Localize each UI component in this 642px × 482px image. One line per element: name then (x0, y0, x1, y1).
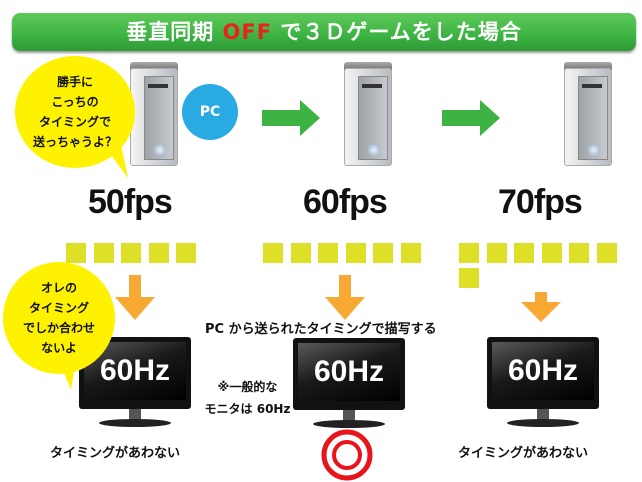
down-arrow-icon (115, 275, 155, 320)
frame-square (93, 243, 114, 263)
fps-label: 70fps (498, 183, 583, 221)
bubble-line: タイミングで (38, 115, 111, 129)
bubble-line: でしか合わせ (22, 321, 95, 335)
frame-square (176, 243, 196, 263)
pc-tower-icon (558, 62, 614, 166)
down-arrow-icon (325, 275, 365, 320)
note-line: ※一般的な (217, 380, 278, 394)
bubble-line: 送っちゃうよ？ (32, 135, 117, 149)
right-arrow-icon (442, 100, 500, 136)
bubble-line: ないよ (41, 341, 77, 355)
down-arrow-icon (521, 292, 561, 322)
title-prefix: 垂直同期 (126, 20, 223, 44)
monitor-icon: 60Hz (487, 337, 599, 429)
fps-label: 60fps (303, 183, 388, 221)
bubble-line: こっちの (51, 95, 99, 109)
frame-square (514, 243, 534, 263)
monitor-refresh-label: 60Hz (84, 342, 186, 400)
frame-square (121, 243, 141, 263)
frame-square (596, 243, 617, 263)
frame-square (263, 243, 283, 263)
double-circle-ok-icon (321, 429, 373, 481)
frame-square (459, 243, 479, 263)
frame-square (148, 243, 169, 263)
middle-caption: PC から送られたタイミングで描写する (205, 322, 437, 337)
monitor-icon: 60Hz (293, 338, 405, 430)
bubble-line: タイミング (28, 301, 89, 315)
pc-speech-bubble: 勝手に こっちの タイミングで 送っちゃうよ？ (15, 56, 135, 168)
monitor-speech-bubble: オレの タイミング でしか合わせ ないよ (3, 262, 115, 374)
bubble-line: オレの (40, 281, 77, 295)
frame-square (290, 243, 311, 263)
bubble-line: 勝手に (56, 75, 93, 89)
frame-square (345, 243, 366, 263)
frame-square (400, 243, 421, 263)
frame-square (66, 243, 86, 263)
title-off: OFF (222, 20, 273, 44)
frame-square (459, 268, 479, 288)
frame-square (569, 243, 589, 263)
monitor-note: ※一般的な モニタは 60Hz (200, 376, 295, 420)
frame-square (486, 243, 507, 263)
fps-label: 50fps (88, 183, 173, 221)
right-arrow-icon (262, 100, 320, 136)
result-label: タイミングがあわない (458, 446, 589, 461)
title-suffix: で３Ｄゲームをした場合 (272, 20, 522, 44)
pc-label-badge: PC (182, 84, 238, 140)
frame-square (318, 243, 338, 263)
monitor-refresh-label: 60Hz (492, 342, 594, 400)
note-line: モニタは 60Hz (204, 402, 291, 416)
frame-square (541, 243, 562, 263)
frame-square (373, 243, 393, 263)
title-banner: 垂直同期 OFF で３Ｄゲームをした場合 (12, 13, 636, 51)
monitor-refresh-label: 60Hz (298, 343, 400, 401)
pc-tower-icon (338, 62, 394, 166)
result-label: タイミングがあわない (50, 446, 181, 461)
